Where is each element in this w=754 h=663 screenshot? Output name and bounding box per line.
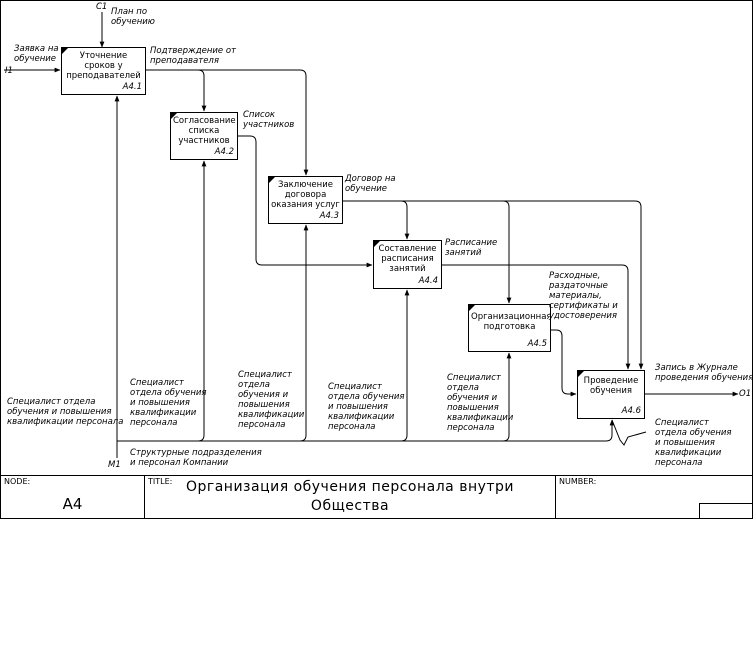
arrow-schedule	[442, 264, 631, 370]
label-m1-code: M1	[108, 460, 121, 470]
label-spec-a44: Специалист отдела обучения и повышения к…	[328, 382, 405, 432]
arrow-contract-a46	[503, 200, 644, 370]
box-number: A4.4	[418, 276, 438, 286]
footer-number-caption: NUMBER:	[559, 477, 597, 486]
label-spec-a43: Специалист отдела обучения и повышения к…	[238, 370, 305, 430]
footer-number-cell: NUMBER:	[556, 476, 752, 518]
arrow-contract-a44	[343, 200, 410, 240]
footer-node-value: A4	[62, 495, 83, 513]
label-confirm: Подтверждение от преподавателя	[150, 46, 236, 66]
arrow-confirm-a43	[198, 69, 309, 176]
box-a43[interactable]: Заключение договора оказания услуг A4.3	[268, 176, 343, 224]
box-title: Согласование списка участников	[173, 116, 236, 146]
box-a41[interactable]: Уточнение сроков у преподавателей A4.1	[61, 47, 146, 95]
label-m1: Структурные подразделения и персонал Ком…	[130, 448, 262, 468]
arrow-m-a43	[299, 224, 309, 442]
box-title: Составление расписания занятий	[378, 244, 437, 274]
box-corner	[374, 241, 380, 247]
label-spec-a46: Специалист отдела обучения и повышения к…	[655, 418, 732, 468]
box-title: Заключение договора оказания услуг	[271, 180, 340, 210]
label-spec-left: Специалист отдела обучения и повышения к…	[7, 397, 124, 427]
box-a44[interactable]: Составление расписания занятий A4.4	[373, 240, 442, 289]
diagram-footer: NODE: A4 TITLE: Организация обучения пер…	[0, 475, 753, 519]
label-list: Список участников	[243, 110, 295, 130]
footer-title-caption: TITLE:	[148, 477, 173, 486]
footer-title-value: Организация обучения персонала внутри Об…	[185, 479, 515, 514]
box-corner	[62, 48, 68, 54]
box-a45[interactable]: Организационная подготовка A4.5	[468, 304, 552, 352]
arrow-m-a45	[502, 352, 512, 442]
box-corner	[171, 113, 177, 119]
label-i1: Заявка на обучение	[14, 44, 59, 64]
label-i1-code: I1	[5, 66, 13, 76]
footer-number-box	[699, 503, 752, 518]
label-materials: Расходные, раздаточные материалы, сертиф…	[549, 271, 618, 321]
label-contract: Договор на обучение	[345, 174, 396, 194]
box-number: A4.6	[621, 406, 641, 416]
box-number: A4.2	[214, 147, 234, 157]
box-corner	[269, 177, 275, 183]
box-number: A4.3	[319, 211, 339, 221]
box-number: A4.5	[527, 339, 547, 349]
footer-node-cell: NODE: A4	[1, 476, 145, 518]
box-corner	[578, 371, 584, 377]
arrow-confirm-a42	[146, 69, 207, 112]
arrow-list	[238, 135, 373, 268]
box-title: Уточнение сроков у преподавателей	[66, 51, 141, 81]
footer-node-caption: NODE:	[4, 477, 31, 486]
label-schedule: Расписание занятий	[445, 238, 498, 258]
label-spec-a42: Специалист отдела обучения и повышения к…	[130, 378, 207, 428]
label-c1: План по обучению	[111, 7, 155, 27]
mechanism-bus	[117, 419, 615, 442]
box-a46[interactable]: Проведение обучения A4.6	[577, 370, 645, 419]
label-o1-code: O1	[739, 389, 752, 399]
arrow-m-a44	[400, 289, 410, 442]
footer-title-cell: TITLE: Организация обучения персонала вн…	[145, 476, 556, 518]
label-o1: Запись в Журнале проведения обучения	[655, 363, 754, 383]
box-a42[interactable]: Согласование списка участников A4.2	[170, 112, 238, 160]
box-corner	[469, 305, 475, 311]
label-spec-a45: Специалист отдела обучения и повышения к…	[447, 373, 514, 433]
arrow-materials	[551, 329, 577, 397]
label-c1-code: C1	[96, 2, 108, 12]
arrow-m-a42	[197, 160, 207, 442]
box-title: Проведение обучения	[583, 376, 639, 396]
arrow-spec-a46	[611, 419, 647, 446]
box-number: A4.1	[122, 82, 142, 92]
box-title: Организационная подготовка	[471, 312, 552, 332]
